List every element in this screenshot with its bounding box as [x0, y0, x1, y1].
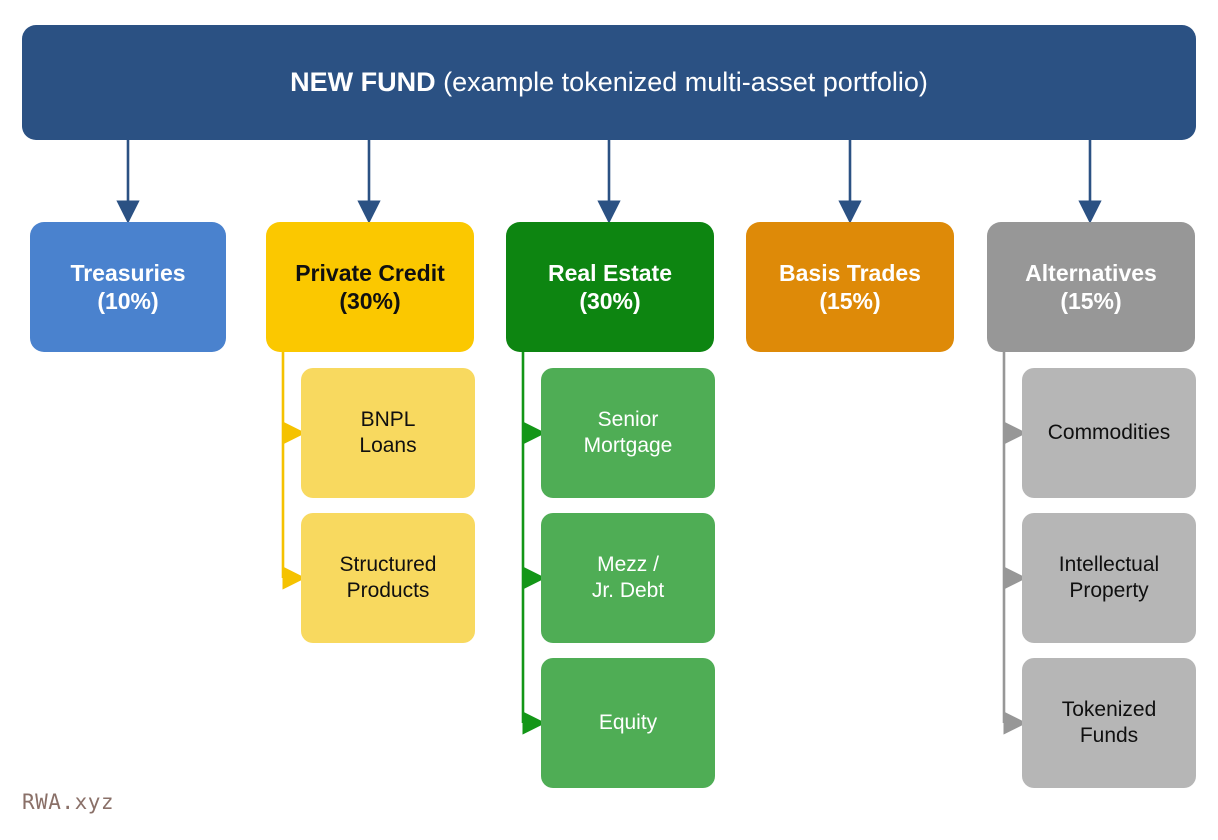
child-label-line1: Tokenized: [1061, 698, 1157, 722]
child-label-line2: Jr. Debt: [591, 579, 665, 602]
category-percent: (30%): [339, 288, 401, 314]
child-label-line1: Mezz /: [597, 553, 659, 577]
category-node-alternatives[interactable]: Alternatives (15%): [987, 222, 1195, 352]
root-title-strong: NEW FUND: [290, 67, 436, 98]
child-label-line2: Mortgage: [583, 434, 673, 457]
category-label: Private Credit: [295, 259, 445, 286]
category-node-treasuries[interactable]: Treasuries (10%): [30, 222, 226, 352]
child-node-commodities[interactable]: Commodities: [1022, 368, 1196, 498]
category-label: Basis Trades: [779, 259, 921, 286]
category-label: Treasuries: [70, 259, 186, 286]
child-label-line1: Structured: [339, 553, 437, 577]
child-node-mezz-jr-debt[interactable]: Mezz / Jr. Debt: [541, 513, 715, 643]
child-label-line1: Equity: [598, 711, 658, 735]
child-label-line2: Loans: [359, 434, 417, 457]
child-label-line1: Intellectual: [1058, 553, 1160, 577]
category-label: Alternatives: [1025, 259, 1157, 286]
child-node-senior-mortgage[interactable]: Senior Mortgage: [541, 368, 715, 498]
child-node-structured-products[interactable]: Structured Products: [301, 513, 475, 643]
root-node-new-fund[interactable]: NEW FUND (example tokenized multi-asset …: [22, 25, 1196, 140]
connector-alternatives-branches: [1002, 345, 1027, 735]
child-label-line2: Products: [346, 579, 430, 602]
category-node-private-credit[interactable]: Private Credit (30%): [266, 222, 474, 352]
connector-private-credit-branches: [281, 345, 306, 590]
category-percent: (10%): [97, 288, 159, 314]
child-label-line2: Property: [1069, 579, 1149, 602]
connector-real-estate-branches: [521, 345, 546, 735]
child-node-tokenized-funds[interactable]: Tokenized Funds: [1022, 658, 1196, 788]
child-label-line1: BNPL: [360, 408, 416, 432]
child-label-line2: Funds: [1079, 724, 1139, 747]
child-node-equity[interactable]: Equity: [541, 658, 715, 788]
child-label-line1: Commodities: [1047, 421, 1171, 445]
root-node-title: NEW FUND (example tokenized multi-asset …: [290, 66, 928, 99]
child-label-line1: Senior: [597, 408, 659, 432]
category-percent: (15%): [1060, 288, 1122, 314]
child-node-bnpl-loans[interactable]: BNPL Loans: [301, 368, 475, 498]
child-node-intellectual-property[interactable]: Intellectual Property: [1022, 513, 1196, 643]
category-node-real-estate[interactable]: Real Estate (30%): [506, 222, 714, 352]
root-title-rest: (example tokenized multi-asset portfolio…: [435, 67, 928, 98]
category-label: Real Estate: [547, 259, 672, 286]
category-percent: (30%): [579, 288, 641, 314]
category-percent: (15%): [819, 288, 881, 314]
category-node-basis-trades[interactable]: Basis Trades (15%): [746, 222, 954, 352]
watermark-rwa-xyz: RWA.xyz: [22, 790, 115, 814]
